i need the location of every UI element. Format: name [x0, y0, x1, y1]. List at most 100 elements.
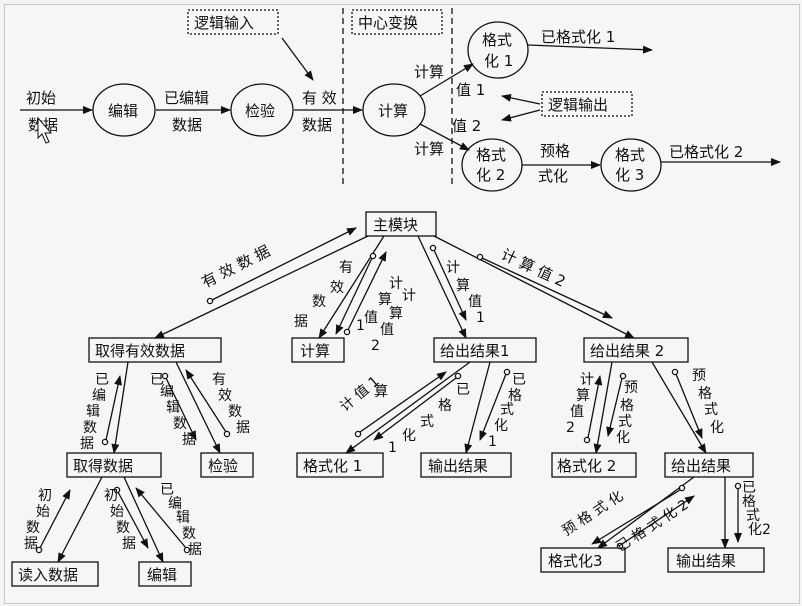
format2-module-label: 格式化 2: [557, 457, 616, 475]
data-flow-diagram: [20, 8, 781, 192]
svg-text:值: 值: [468, 294, 482, 310]
value1-label: 值 1: [456, 81, 485, 99]
svg-text:算: 算: [456, 278, 470, 294]
couple-label-main-calc-out1: 计 算 值 1: [356, 276, 403, 334]
svg-text:据: 据: [24, 536, 38, 552]
call-edit: [123, 476, 164, 563]
compute-module-label: 计算: [300, 342, 330, 360]
give-result-box: [664, 452, 754, 478]
edit-process-label: 编辑: [108, 102, 138, 120]
logic-output-pointer-up-arrow: [501, 93, 541, 105]
call-format3: [597, 476, 695, 549]
compute-process-circle: [362, 83, 426, 137]
logic-output-box: [541, 91, 633, 117]
format3-process-label-line1: 格式: [615, 146, 645, 164]
preformat-label-line2: 式化: [538, 167, 568, 185]
svg-text:数: 数: [228, 404, 242, 420]
svg-text:已: 已: [742, 480, 756, 496]
format3-process-label-line2: 化 3: [615, 166, 644, 184]
give-result2-box: [583, 337, 689, 363]
couple-label-r1-out: 已 格 式 化 1: [488, 372, 526, 450]
svg-text:据: 据: [188, 542, 202, 558]
compute-to-format2-arrow: [419, 123, 470, 151]
svg-text:1: 1: [356, 318, 365, 334]
call-format1: [345, 361, 471, 454]
check-module-label: 检验: [208, 457, 238, 475]
check-module-box: [200, 452, 254, 478]
logic-output-pointer-down-arrow: [501, 109, 541, 122]
svg-text:效: 效: [330, 280, 344, 296]
svg-text:计: 计: [402, 288, 416, 304]
svg-text:初: 初: [38, 487, 52, 504]
svg-text:数: 数: [83, 420, 97, 436]
read-data-label: 读入数据: [18, 566, 78, 584]
svg-text:初: 初: [104, 487, 118, 504]
get-valid-data-label: 取得有效数据: [95, 342, 185, 360]
svg-text:已: 已: [150, 372, 164, 388]
call-read-data: [57, 476, 103, 563]
svg-text:数: 数: [116, 520, 130, 536]
logic-input-box: [187, 9, 279, 35]
formatted1-label: 已格式化 1: [541, 28, 615, 46]
get-data-label: 取得数据: [73, 457, 133, 475]
svg-text:据: 据: [294, 314, 308, 330]
format2-process-label-line1: 格式: [476, 146, 506, 164]
main-module-box: [365, 211, 437, 237]
data-couples: [35, 227, 742, 554]
value2-label: 值 2: [452, 117, 481, 135]
preformat-label-line1: 预格: [540, 142, 570, 160]
format3-module-box: [540, 547, 626, 573]
couple-label-gd-raw: 初 始 数 据: [24, 487, 52, 552]
call-get-valid-data: [154, 235, 369, 339]
svg-text:2: 2: [566, 420, 575, 436]
couple-label-r1-formatted: 已 格 式 化 1: [388, 382, 470, 456]
format1-module-label: 格式化 1: [303, 457, 362, 475]
svg-text:1: 1: [388, 440, 397, 456]
svg-text:始: 始: [36, 504, 50, 520]
svg-text:数: 数: [312, 294, 326, 310]
svg-text:2: 2: [371, 338, 380, 354]
svg-text:辑: 辑: [166, 400, 180, 416]
call-check: [175, 361, 221, 454]
svg-text:据: 据: [182, 432, 196, 448]
svg-text:效: 效: [218, 388, 232, 404]
couple-label-gr-preformat: 预 格 式 化: [559, 488, 626, 539]
couple-label-gd-edited: 已 编 辑 数 据: [160, 482, 202, 558]
svg-text:预: 预: [692, 368, 706, 384]
structure-chart-labels: 主模块 取得有效数据 计算 给出结果1 给出结果 2 取得数据 检验 格式化 1…: [18, 216, 771, 584]
couple-label-gr-formatted2: 已 格 式 化 2: [613, 497, 691, 555]
give-result2-label: 给出结果 2: [590, 342, 664, 360]
couple-label-r2-calc: 计 算 值 2: [566, 372, 594, 436]
svg-text:式: 式: [618, 414, 632, 430]
format3-process-circle: [600, 138, 662, 192]
logic-input-pointer-arrow: [281, 37, 314, 81]
data-flow-labels: 逻辑输入 中心变换 逻辑输出 初始 数据 编辑 已编辑 数据 检验 有 效 数据…: [26, 14, 743, 185]
give-result1-box: [433, 337, 537, 363]
svg-text:1: 1: [488, 434, 497, 450]
svg-text:数: 数: [26, 520, 40, 536]
logic-output-label: 逻辑输出: [548, 96, 608, 114]
format3-module-label: 格式化3: [548, 552, 603, 570]
edit-module-label: 编辑: [147, 566, 177, 584]
svg-text:1: 1: [476, 310, 485, 326]
svg-text:式: 式: [420, 414, 434, 430]
edited-data-label-line1: 已编辑: [164, 89, 209, 107]
check-process-label: 检验: [245, 102, 275, 120]
svg-text:已: 已: [160, 482, 174, 498]
svg-text:据: 据: [122, 536, 136, 552]
couple-label-r2-pre: 预 格 式 化: [616, 380, 638, 446]
svg-text:式: 式: [704, 402, 718, 418]
svg-text:有: 有: [339, 260, 353, 276]
svg-text:辑: 辑: [176, 510, 190, 526]
format1-module-box: [296, 452, 384, 478]
svg-text:化: 化: [402, 428, 416, 444]
edit-process-circle: [92, 83, 156, 137]
svg-text:值: 值: [570, 404, 584, 420]
svg-text:据: 据: [236, 420, 250, 436]
check-process-circle: [230, 83, 294, 137]
raw-data-label-line1: 初始: [26, 89, 56, 107]
edited-data-label-line2: 数据: [172, 116, 202, 134]
svg-text:化: 化: [710, 420, 724, 436]
